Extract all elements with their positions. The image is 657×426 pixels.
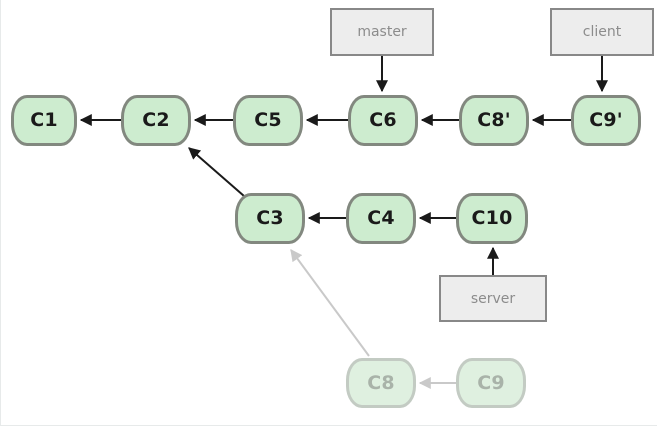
- branch-label-text: server: [470, 290, 516, 307]
- branch-label-text: master: [357, 24, 407, 40]
- commit-node-c8-prime[interactable]: C8': [459, 95, 529, 146]
- commit-node-c2[interactable]: C2: [121, 95, 191, 146]
- commit-label: C8': [477, 109, 511, 131]
- commit-label: C5: [254, 109, 282, 131]
- commit-node-c9[interactable]: C9: [456, 358, 526, 408]
- commit-node-c10[interactable]: C10: [456, 193, 528, 244]
- commit-label: C8: [367, 371, 395, 394]
- commit-node-c9-prime[interactable]: C9': [571, 95, 641, 146]
- commit-label: C3: [256, 207, 284, 229]
- commit-label: C9': [589, 109, 623, 131]
- edge-c8-to-c3-faded: [290, 249, 370, 357]
- commit-label: C6: [369, 109, 397, 131]
- commit-label: C10: [471, 207, 513, 229]
- edge-c3-to-c2: [188, 147, 245, 197]
- branch-label-client[interactable]: client: [550, 8, 654, 56]
- branch-label-text: client: [582, 24, 622, 40]
- commit-node-c4[interactable]: C4: [346, 193, 416, 244]
- commit-label: C9: [477, 371, 505, 394]
- commit-label: C1: [30, 109, 58, 131]
- commit-node-c6[interactable]: C6: [348, 95, 418, 146]
- commit-node-c3[interactable]: C3: [235, 193, 305, 244]
- commit-node-c1[interactable]: C1: [11, 95, 77, 146]
- commit-label: C2: [142, 109, 170, 131]
- branch-label-master[interactable]: master: [330, 8, 434, 56]
- commit-node-c8[interactable]: C8: [346, 358, 416, 408]
- commit-label: C4: [367, 207, 395, 229]
- commit-node-c5[interactable]: C5: [233, 95, 303, 146]
- branch-label-server[interactable]: server: [439, 275, 547, 322]
